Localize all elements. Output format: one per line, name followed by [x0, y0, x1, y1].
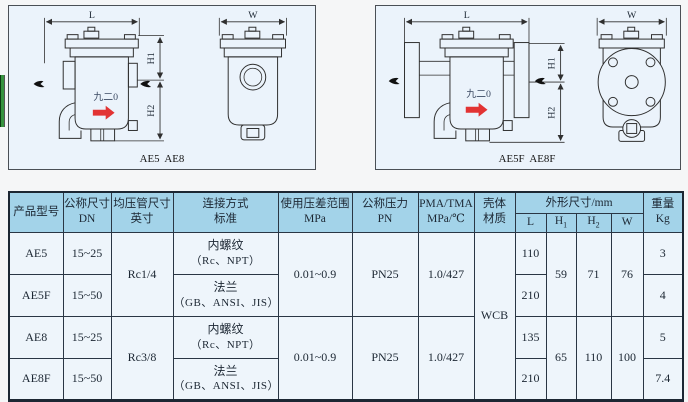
watermark-text: 九二0: [93, 91, 118, 103]
header-nominal-pressure: 公称压力 PN: [351, 191, 419, 233]
cell-pressure-range: 0.01~0.9: [277, 231, 353, 317]
cell-dn: 15~25: [62, 231, 112, 275]
cell-dim-h2: 110: [575, 315, 612, 401]
cell-model: AE8F: [8, 357, 64, 401]
header-product-model: 产品型号: [8, 191, 64, 233]
header-pma-tma: PMA/TMA MPa/℃: [417, 191, 475, 233]
cell-connection-threaded: 内螺纹 （Rc、NPT）: [172, 315, 279, 359]
dim-label-h1: H1: [547, 57, 558, 69]
cell-weight: 3: [642, 231, 684, 275]
cell-dim-h1: 65: [545, 315, 577, 401]
drawing-caption: AE5F AE8F: [499, 153, 556, 165]
dim-label-h2: H2: [146, 105, 157, 117]
header-dim-h1: H1: [545, 212, 577, 233]
dim-label-l: L: [464, 10, 470, 21]
cell-connection-flanged: 法兰 （GB、ANSI、JIS）: [172, 357, 279, 401]
header-balance-pipe-size: 均压管尺寸 英寸: [110, 191, 174, 233]
valve-side-view: [219, 26, 286, 141]
valve-front-view: [58, 26, 139, 142]
cell-pn: PN25: [351, 231, 419, 317]
valve-front-view-flanged: [404, 26, 530, 142]
watermark-text: 九二0: [466, 88, 491, 100]
dim-label-h2: H2: [547, 107, 558, 119]
header-dim-h2: H2: [575, 212, 612, 233]
header-connection-standard: 连接方式 标准: [172, 191, 279, 233]
cell-dn: 15~25: [62, 315, 112, 359]
valve-drawing-ae5-ae8: L H1 H2: [33, 10, 287, 165]
cell-dim-h2: 71: [575, 231, 612, 317]
valve-drawing-ae5f-ae8f: L H1 H2: [388, 10, 667, 165]
flow-mark-left-icon: [388, 77, 400, 85]
dimension-h1-h2: H1 H2: [489, 43, 565, 143]
cell-dim-l: 210: [514, 273, 547, 317]
dimension-w: W: [218, 10, 287, 36]
header-nominal-size: 公称尺寸 DN: [62, 191, 112, 233]
table-row-ae5f: AE5F 15~50 法兰 （GB、ANSI、JIS） 210 4: [8, 273, 684, 317]
cell-dn: 15~50: [62, 273, 112, 317]
page-edge-green-tab: [0, 75, 5, 127]
cell-dim-l: 110: [514, 231, 547, 275]
dim-label-l: L: [89, 10, 95, 21]
header-weight: 重量 Kg: [642, 191, 684, 233]
dim-label-w: W: [627, 10, 637, 21]
cell-pressure-range: 0.01~0.9: [277, 315, 353, 401]
cell-dim-l: 135: [514, 315, 547, 359]
cell-weight: 4: [642, 273, 684, 317]
cell-weight: 5: [642, 315, 684, 359]
cell-dim-w: 100: [610, 315, 644, 401]
cell-pipe-size: Rc3/8: [110, 315, 174, 401]
spec-table: 产品型号 公称尺寸 DN 均压管尺寸 英寸 连接方式 标准 使用压差范围 MPa…: [8, 191, 685, 402]
red-flow-arrow-icon: [92, 105, 115, 120]
cell-pma: 1.0/427: [417, 231, 475, 317]
drawing-caption: AE5 AE8: [140, 153, 185, 165]
cell-weight: 7.4: [642, 357, 684, 401]
cell-pma: 1.0/427: [417, 315, 475, 401]
cell-connection-threaded: 内螺纹 （Rc、NPT）: [172, 231, 279, 275]
flow-mark-right-icon: [534, 77, 546, 85]
table-row-ae8f: AE8F 15~50 法兰 （GB、ANSI、JIS） 210 7.4: [8, 357, 684, 401]
flow-mark-right-icon: [140, 80, 152, 88]
table-row-ae5: AE5 15~25 Rc1/4 内螺纹 （Rc、NPT） 0.01~0.9 PN…: [8, 231, 684, 401]
header-shell-material: 壳体 材质: [473, 191, 516, 233]
valve-flange-face-view: [597, 26, 666, 142]
dimension-w: W: [596, 10, 667, 36]
cell-shell-material: WCB: [473, 231, 516, 401]
cell-model: AE5: [8, 231, 64, 275]
header-dim-l: L: [514, 212, 547, 233]
cell-pipe-size: Rc1/4: [110, 231, 174, 317]
header-dim-w: W: [610, 212, 644, 233]
diagram-panel-ae5f-ae8f: L H1 H2: [375, 5, 681, 170]
dim-label-h1: H1: [146, 52, 157, 64]
cell-model: AE5F: [8, 273, 64, 317]
dimension-l: L: [404, 10, 530, 43]
table-row-ae8: AE8 15~25 Rc3/8 内螺纹 （Rc、NPT） 0.01~0.9 PN…: [8, 315, 684, 401]
cell-model: AE8: [8, 315, 64, 359]
dimension-l: L: [44, 10, 140, 64]
cell-dn: 15~50: [62, 357, 112, 401]
diagram-panel-ae5-ae8: L H1 H2: [8, 5, 316, 170]
cell-connection-flanged: 法兰 （GB、ANSI、JIS）: [172, 273, 279, 317]
dim-label-w: W: [248, 10, 258, 21]
red-flow-arrow-icon: [465, 102, 488, 117]
dimension-h1-h2: H1 H2: [114, 35, 164, 142]
header-overall-dimensions: 外形尺寸/mm: [514, 191, 644, 214]
header-pressure-range: 使用压差范围 MPa: [277, 191, 353, 233]
cell-dim-w: 76: [610, 231, 644, 317]
flow-mark-left-icon: [33, 80, 45, 88]
cell-dim-h1: 59: [545, 231, 577, 317]
cell-dim-l: 210: [514, 357, 547, 401]
cell-pn: PN25: [351, 315, 419, 401]
